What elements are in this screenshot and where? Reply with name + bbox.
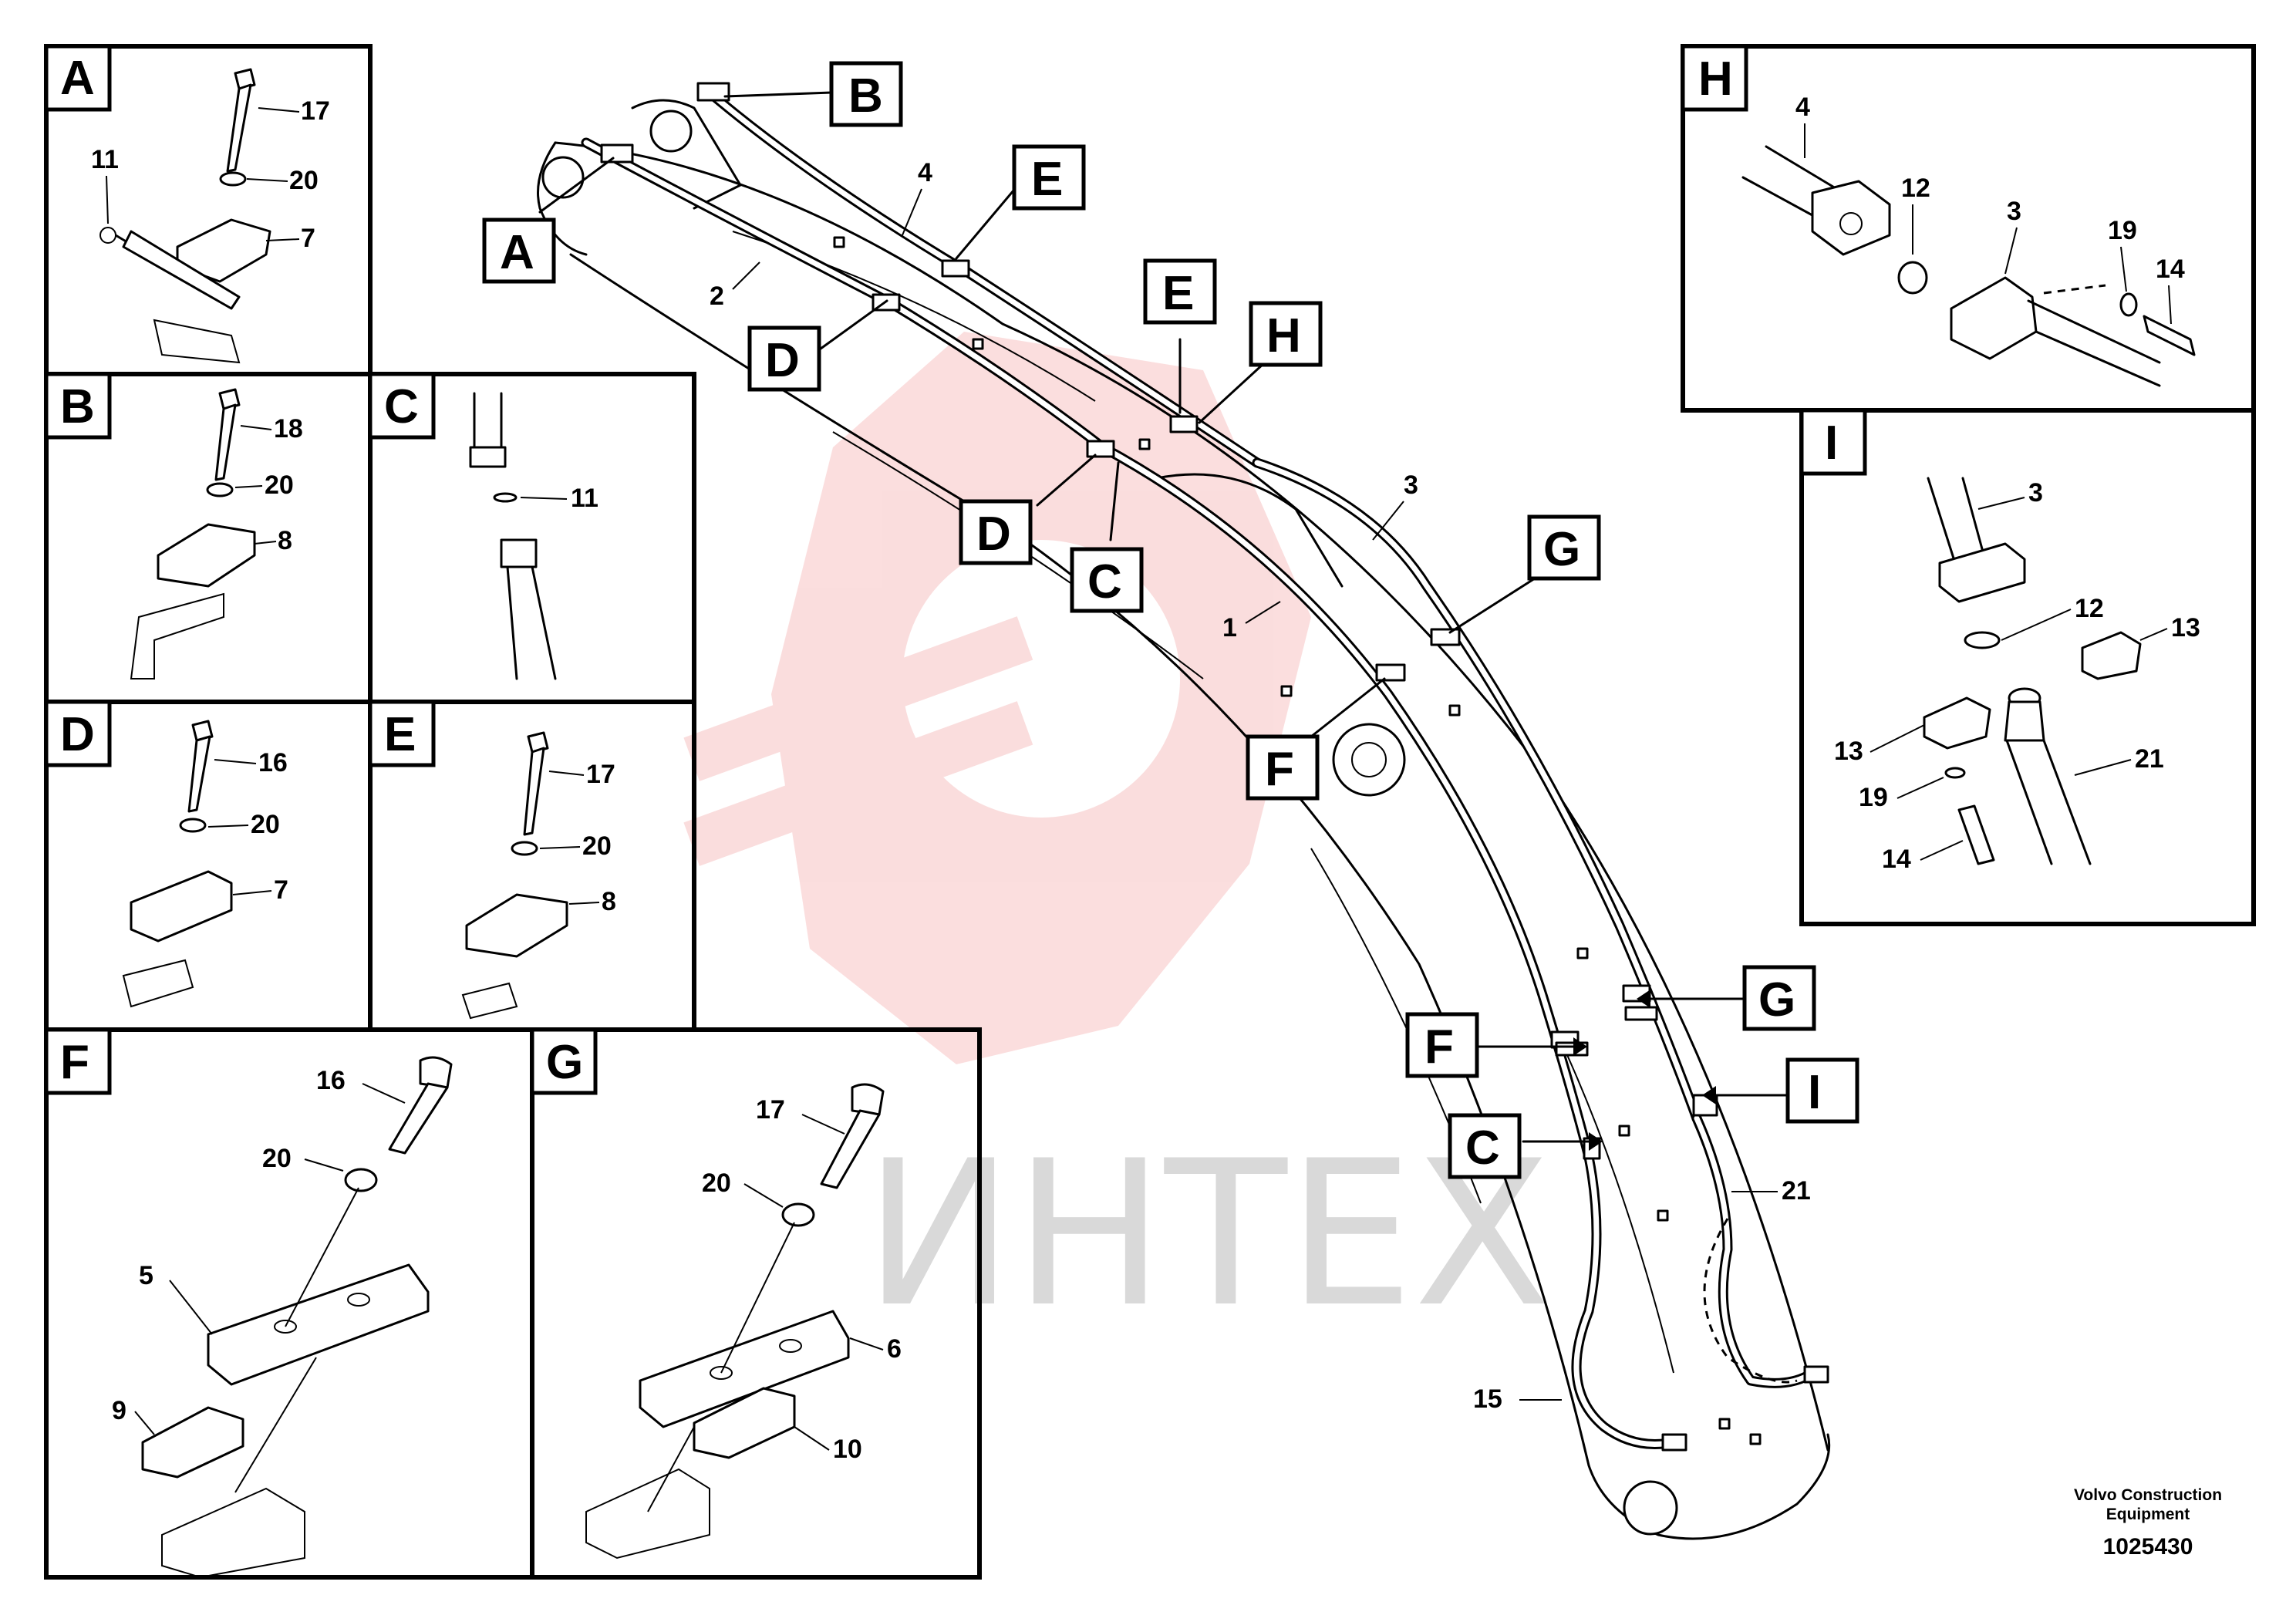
svg-text:D: D xyxy=(976,508,1011,561)
svg-text:A: A xyxy=(60,52,95,105)
callout-tag-G1: G xyxy=(1448,514,1601,634)
svg-text:B: B xyxy=(848,69,883,123)
watermark-logo xyxy=(683,332,1311,1064)
svg-text:17: 17 xyxy=(586,760,615,789)
svg-text:11: 11 xyxy=(571,484,598,513)
svg-text:A: A xyxy=(500,226,534,279)
svg-text:8: 8 xyxy=(602,887,616,916)
svg-text:18: 18 xyxy=(274,414,303,443)
detail-panel-F: F 16 20 5 9 xyxy=(44,1027,534,1580)
callout-tag-D1: D xyxy=(747,299,888,392)
main-part-labels: 4 2 3 1 21 15 xyxy=(710,158,1811,1414)
detail-panel-G: G 17 20 6 10 xyxy=(530,1027,982,1580)
maker-line-1: Volvo Construction xyxy=(2074,1486,2222,1504)
detail-panel-A: A 17 20 7 11 xyxy=(44,44,373,376)
callout-tag-I: I xyxy=(1702,1057,1859,1124)
svg-text:E: E xyxy=(384,708,416,761)
hose-hidden-line xyxy=(1703,1218,1798,1384)
svg-text:C: C xyxy=(384,380,419,433)
svg-text:20: 20 xyxy=(289,166,319,195)
callout-tag-B: B xyxy=(723,61,903,127)
callout-tag-F2: F xyxy=(1405,1012,1587,1078)
maker-line-2: Equipment xyxy=(2106,1506,2190,1523)
svg-text:12: 12 xyxy=(1901,174,1930,203)
svg-text:G: G xyxy=(1758,973,1795,1027)
svg-text:E: E xyxy=(1031,153,1063,206)
svg-text:F: F xyxy=(60,1036,89,1089)
svg-text:7: 7 xyxy=(274,875,288,905)
label-1: 1 xyxy=(1222,613,1237,642)
detail-panel-E: E 17 20 8 xyxy=(368,700,696,1032)
maker-credit: Volvo Construction Equipment 1025430 xyxy=(2074,1486,2222,1560)
svg-text:13: 13 xyxy=(1834,737,1863,766)
svg-text:9: 9 xyxy=(112,1396,126,1425)
svg-text:F: F xyxy=(1424,1020,1454,1074)
svg-text:19: 19 xyxy=(2108,216,2137,245)
svg-text:G: G xyxy=(546,1036,583,1089)
detail-panel-H: H 4 12 3 19 14 xyxy=(1681,44,2256,413)
svg-text:H: H xyxy=(1266,309,1301,363)
svg-text:H: H xyxy=(1698,52,1733,106)
svg-text:13: 13 xyxy=(2171,613,2200,642)
callout-tag-C1: C xyxy=(1070,461,1144,613)
svg-text:14: 14 xyxy=(2156,255,2185,284)
detail-panel-I: I 3 12 13 13 21 19 14 xyxy=(1799,408,2256,926)
callout-tag-D2: D xyxy=(959,454,1097,565)
svg-text:F: F xyxy=(1265,743,1294,796)
svg-text:11: 11 xyxy=(91,145,119,174)
svg-text:12: 12 xyxy=(2075,594,2104,623)
pipe-1 xyxy=(1097,442,1594,1162)
callout-tag-E1: E xyxy=(955,144,1086,260)
svg-text:16: 16 xyxy=(258,748,288,777)
svg-text:E: E xyxy=(1162,267,1194,320)
svg-text:3: 3 xyxy=(2007,197,2021,226)
callout-tag-G2: G xyxy=(1637,965,1816,1031)
svg-text:20: 20 xyxy=(702,1168,731,1198)
svg-text:10: 10 xyxy=(833,1435,862,1464)
svg-text:B: B xyxy=(60,380,95,433)
svg-text:21: 21 xyxy=(2135,744,2164,774)
callout-tag-A: A xyxy=(482,157,615,284)
svg-text:4: 4 xyxy=(1795,93,1810,122)
detail-panel-C: C 11 xyxy=(368,372,696,704)
hose-15 xyxy=(1571,1152,1679,1449)
svg-text:D: D xyxy=(765,334,800,387)
svg-text:16: 16 xyxy=(316,1066,346,1095)
label-4: 4 xyxy=(918,158,932,187)
svg-text:I: I xyxy=(1825,416,1838,470)
svg-text:7: 7 xyxy=(301,224,315,253)
label-15: 15 xyxy=(1473,1384,1502,1414)
svg-text:20: 20 xyxy=(251,810,280,839)
hose-21 xyxy=(1691,1113,1818,1388)
svg-text:20: 20 xyxy=(265,470,294,500)
svg-text:6: 6 xyxy=(887,1334,902,1364)
svg-text:D: D xyxy=(60,708,95,761)
detail-panel-B: B 18 20 8 xyxy=(44,372,373,704)
svg-text:I: I xyxy=(1808,1066,1821,1119)
drawing-number: 1025430 xyxy=(2103,1534,2193,1560)
svg-text:5: 5 xyxy=(139,1261,153,1290)
svg-text:C: C xyxy=(1465,1121,1500,1175)
label-21: 21 xyxy=(1782,1176,1811,1206)
svg-text:G: G xyxy=(1543,523,1580,576)
label-3: 3 xyxy=(1404,470,1418,500)
svg-text:17: 17 xyxy=(756,1095,785,1125)
svg-text:19: 19 xyxy=(1859,783,1888,812)
callout-tag-C2: C xyxy=(1448,1113,1603,1179)
detail-panel-D: D 16 20 7 xyxy=(44,700,373,1032)
svg-text:C: C xyxy=(1087,555,1122,609)
svg-text:20: 20 xyxy=(262,1144,292,1173)
svg-text:3: 3 xyxy=(2028,478,2043,508)
boom-bolts xyxy=(833,236,1762,1445)
svg-text:20: 20 xyxy=(582,831,612,861)
callout-tag-E2: E xyxy=(1143,258,1217,414)
svg-text:14: 14 xyxy=(1882,845,1911,874)
label-2: 2 xyxy=(710,282,724,311)
svg-text:8: 8 xyxy=(278,526,292,555)
svg-text:17: 17 xyxy=(301,96,330,126)
callout-tag-F1: F xyxy=(1246,677,1386,801)
callout-tag-H: H xyxy=(1198,301,1323,424)
